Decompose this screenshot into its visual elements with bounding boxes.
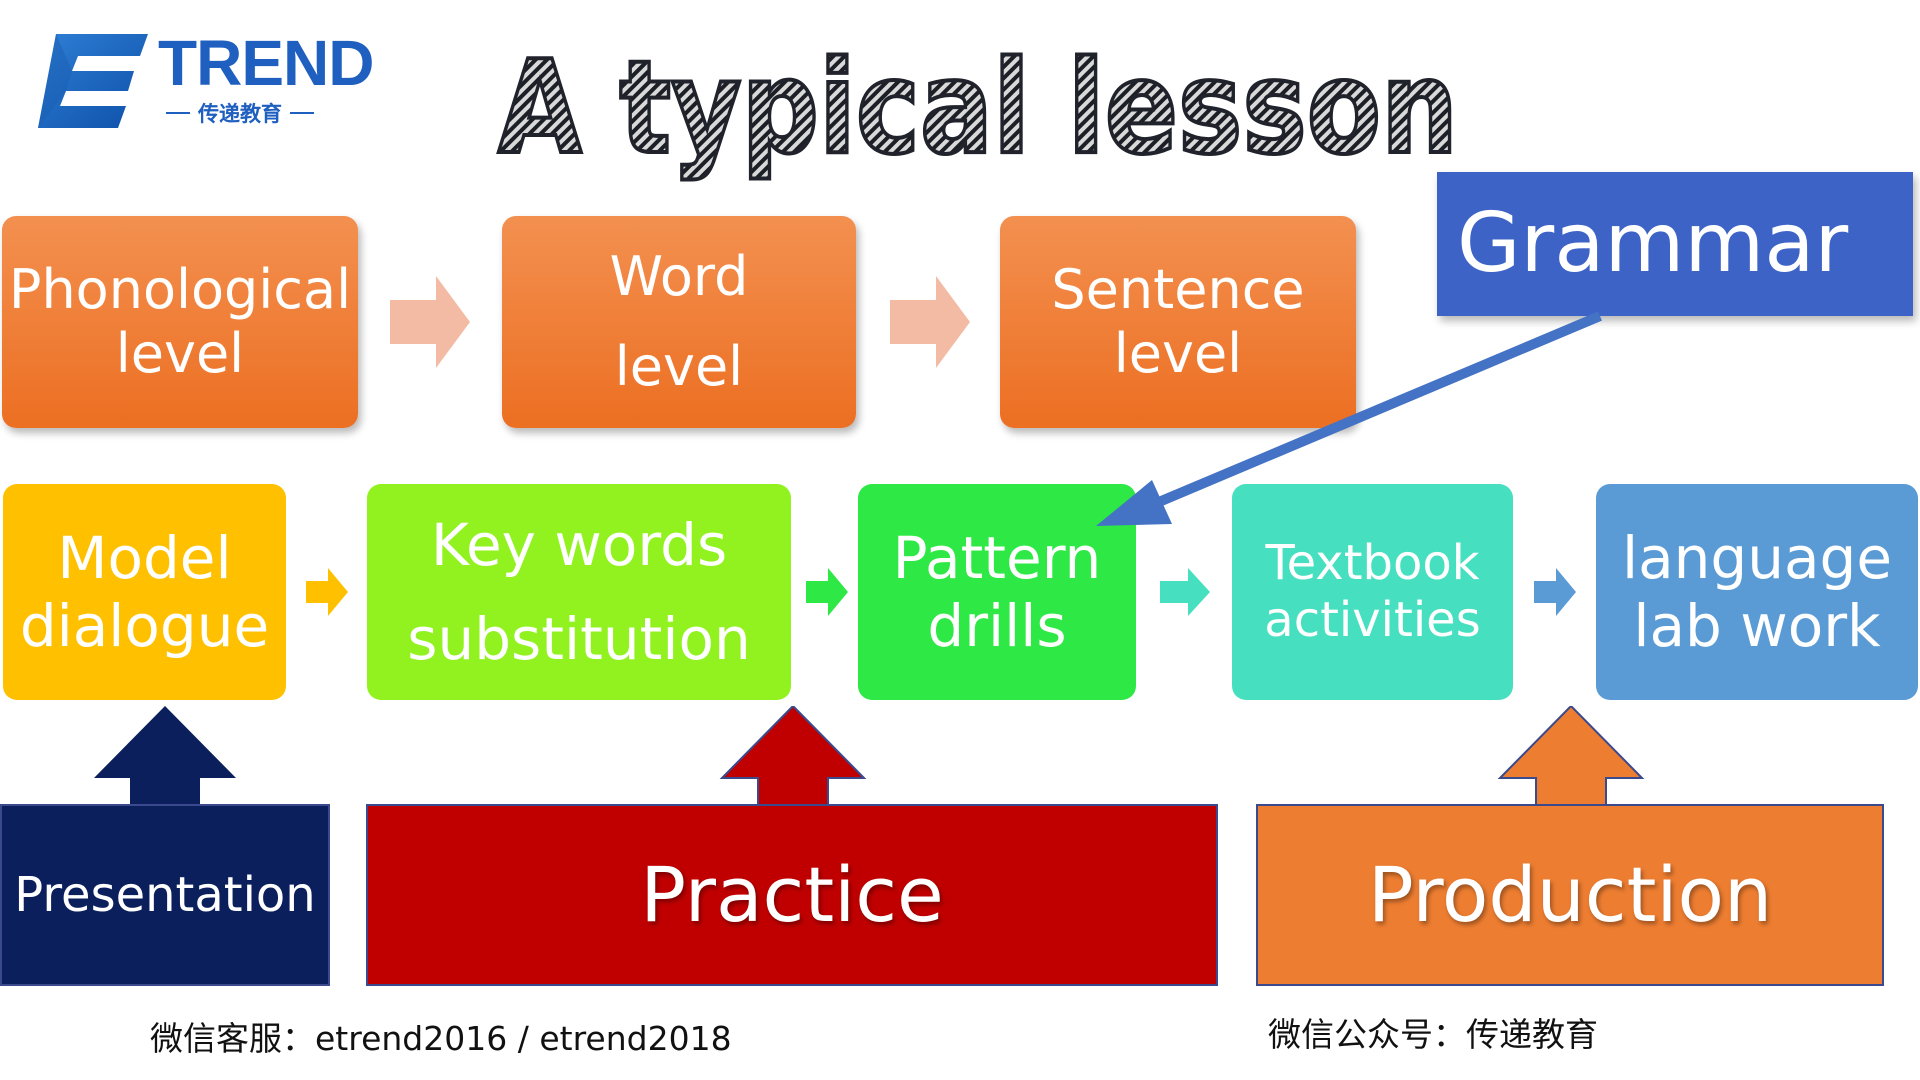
textbook-activities-box: Textbook activities [1232,484,1513,700]
arrow-up-icon [1497,706,1645,806]
pattern-drills-line1: Pattern [892,523,1102,592]
word-level-box: Word level [502,216,856,428]
practice-box: Practice [366,804,1218,986]
language-lab-line2: lab work [1633,592,1881,660]
model-dialogue-box: Model dialogue [3,484,286,700]
word-level-line1: Word [609,245,749,309]
grammar-pointer-arrow-icon [1096,311,1602,526]
page-title: A typical lesson [496,32,1460,182]
logo-tagline: 传递教育 [198,102,282,126]
footer-contact-left: 微信客服：etrend2016 / etrend2018 [150,1019,732,1058]
language-lab-work-box: language lab work [1596,484,1918,700]
logo-e-mark-icon [38,34,148,128]
presentation-label: Presentation [14,866,316,923]
arrow-right-icon [390,276,470,368]
arrow-right-icon [306,568,348,616]
page-title-text: A typical lesson [498,34,1458,182]
sentence-level-line2: level [1113,322,1243,385]
footer-contact-right: 微信公众号：传递教育 [1268,1015,1598,1054]
grammar-label: Grammar [1457,195,1849,291]
logo-rule-left [166,112,190,114]
arrow-right-icon [890,276,970,368]
sentence-level-line1: Sentence [1051,258,1305,322]
textbook-activities-line1: Textbook [1265,535,1480,592]
production-label: Production [1367,850,1773,940]
arrow-right-icon [806,568,848,616]
logo-brand: TREND [158,27,374,99]
phonological-level-line1: Phonological [8,258,352,322]
logo-rule-right [290,112,314,114]
sentence-level-box: Sentence level [1000,216,1356,428]
presentation-box: Presentation [0,804,330,986]
arrow-up-icon [94,706,236,806]
arrow-right-icon [1160,568,1210,616]
key-words-line2: substitution [407,605,751,673]
grammar-box: Grammar [1437,172,1913,316]
phonological-level-line2: level [115,322,245,385]
model-dialogue-line2: dialogue [19,592,270,660]
textbook-activities-line2: activities [1264,592,1481,648]
production-box: Production [1256,804,1884,986]
pattern-drills-line2: drills [927,592,1067,660]
arrow-right-icon [1534,568,1576,616]
model-dialogue-line1: Model [57,523,232,592]
key-words-line1: Key words [430,510,728,579]
logo-tagline-row: 传递教育 [156,100,324,126]
language-lab-line1: language [1621,523,1893,592]
practice-label: Practice [640,850,944,940]
word-level-line2: level [614,335,744,398]
etrend-logo: TREND 传递教育 [28,16,374,146]
arrow-up-icon [719,706,867,806]
phonological-level-box: Phonological level [2,216,358,428]
key-words-substitution-box: Key words substitution [367,484,791,700]
pattern-drills-box: Pattern drills [858,484,1136,700]
